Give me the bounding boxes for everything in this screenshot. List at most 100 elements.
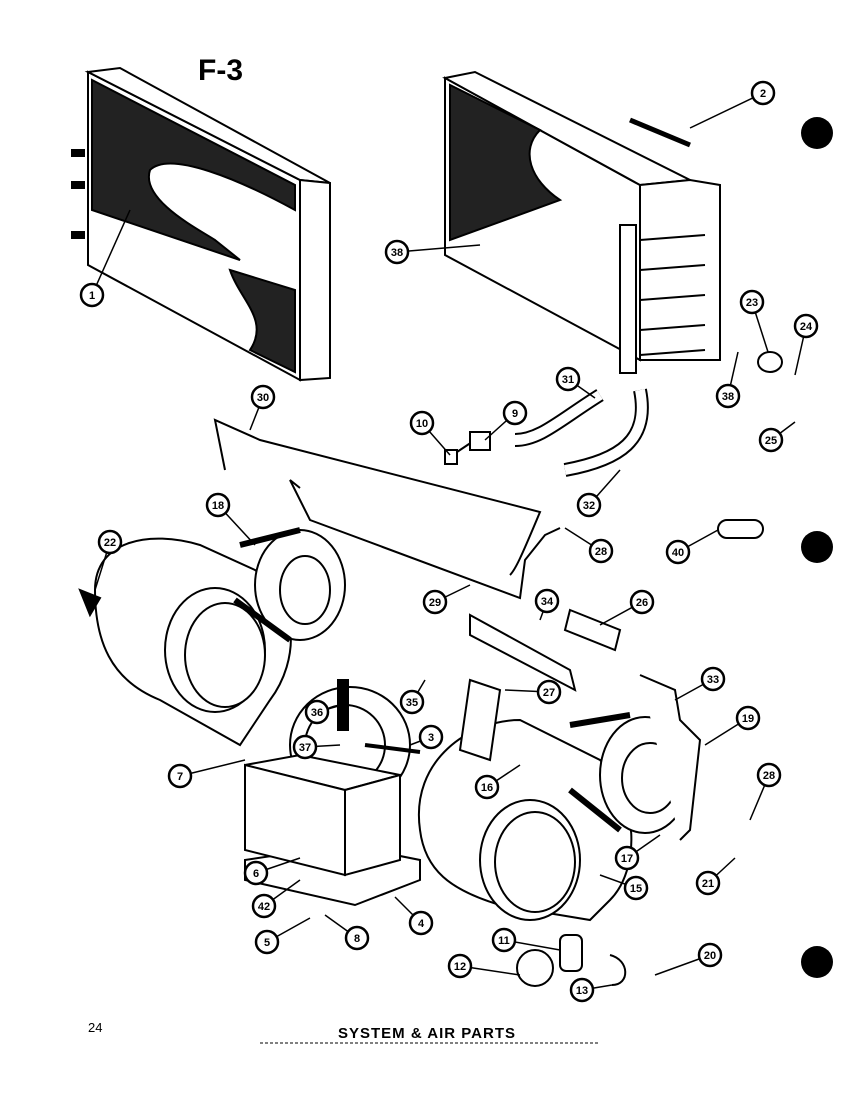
callout-circle: [735, 705, 761, 731]
figure-label: F-3: [198, 54, 243, 87]
callout-40: 40: [665, 539, 691, 565]
callout-number: 37: [299, 742, 311, 754]
callout-circle: [502, 400, 528, 426]
clamp-part-40: [717, 519, 764, 539]
callout-circle: [614, 845, 640, 871]
callout-19: 19: [735, 705, 761, 731]
callout-17: 17: [614, 845, 640, 871]
callout-18: 18: [205, 492, 231, 518]
callout-20: 20: [697, 942, 723, 968]
callout-32: 32: [576, 492, 602, 518]
part-23: [757, 351, 783, 373]
callout-circle: [304, 699, 330, 725]
callout-circle: [292, 734, 318, 760]
callout-23: 23: [739, 289, 765, 315]
callout-7: 7: [167, 763, 193, 789]
callout-circle: [205, 492, 231, 518]
callout-circle: [750, 80, 776, 106]
callout-15: 15: [623, 875, 649, 901]
callout-3: 3: [418, 724, 444, 750]
callout-25: 25: [758, 427, 784, 453]
callout-circle: [534, 588, 560, 614]
callout-11: 11: [491, 927, 517, 953]
callout-circle: [697, 942, 723, 968]
leader-line-38: [396, 244, 481, 253]
callout-circle: [97, 529, 123, 555]
callout-circle: [623, 875, 649, 901]
callout-26: 26: [629, 589, 655, 615]
callout-2: 2: [750, 80, 776, 106]
callout-circle: [491, 927, 517, 953]
registration-dots: [801, 117, 833, 978]
callout-circle: [756, 762, 782, 788]
callout-10: 10: [409, 410, 435, 436]
callout-circle: [344, 925, 370, 951]
callout-1: 1: [79, 282, 105, 308]
callout-number: 38: [391, 247, 403, 259]
callout-number: 8: [354, 933, 360, 945]
callout-number: 9: [512, 408, 518, 420]
callout-number: 5: [264, 937, 270, 949]
callout-circle: [700, 666, 726, 692]
callout-circle: [384, 239, 410, 265]
callout-circle: [793, 313, 819, 339]
part-11: [559, 934, 583, 972]
condenser-coil: [71, 66, 331, 382]
callout-35: 35: [399, 689, 425, 715]
right-blower-housing: [417, 718, 633, 922]
callout-circle: [555, 366, 581, 392]
callout-circle: [715, 383, 741, 409]
callout-circle: [250, 384, 276, 410]
callout-number: 20: [704, 950, 716, 962]
callout-16: 16: [474, 774, 500, 800]
clip-part-13: [609, 954, 627, 986]
evaporator-coil: [442, 70, 721, 374]
callout-number: 2: [760, 88, 766, 100]
callout-circle: [409, 410, 435, 436]
page-number: 24: [88, 1020, 102, 1035]
callout-number: 23: [746, 297, 758, 309]
callout-circle: [588, 538, 614, 564]
callout-33: 33: [700, 666, 726, 692]
leader-line-2: [689, 92, 764, 129]
callout-circle: [665, 539, 691, 565]
callout-circle: [422, 589, 448, 615]
callout-circle: [474, 774, 500, 800]
leader-line-1: [91, 209, 131, 296]
callout-number: 24: [800, 321, 813, 333]
callout-24: 24: [793, 313, 819, 339]
callout-number: 15: [630, 883, 642, 895]
callout-30: 30: [250, 384, 276, 410]
callout-13: 13: [569, 977, 595, 1003]
callout-number: 27: [543, 687, 555, 699]
cutoff-plate-33: [639, 674, 702, 841]
callout-number: 31: [562, 374, 574, 386]
callout-number: 22: [104, 537, 116, 549]
callout-22: 22: [97, 529, 123, 555]
callout-number: 16: [481, 782, 493, 794]
callout-number: 3: [428, 732, 434, 744]
callout-21: 21: [695, 870, 721, 896]
callout-36: 36: [304, 699, 330, 725]
callout-37: 37: [292, 734, 318, 760]
callout-number: 12: [454, 961, 466, 973]
callout-4: 4: [408, 910, 434, 936]
callout-number: 32: [583, 500, 595, 512]
callout-42: 42: [251, 893, 277, 919]
callout-circle: [576, 492, 602, 518]
callout-number: 25: [765, 435, 777, 447]
callout-34: 34: [534, 588, 560, 614]
callout-number: 21: [702, 878, 714, 890]
callout-number: 1: [89, 290, 95, 302]
callout-27: 27: [536, 679, 562, 705]
callout-9: 9: [502, 400, 528, 426]
callout-circle: [695, 870, 721, 896]
footer-title: SYSTEM & AIR PARTS: [338, 1025, 516, 1042]
callout-number: 35: [406, 697, 418, 709]
callout-circle: [418, 724, 444, 750]
callout-circle: [569, 977, 595, 1003]
rail-part-34: [469, 613, 577, 692]
callout-circle: [629, 589, 655, 615]
